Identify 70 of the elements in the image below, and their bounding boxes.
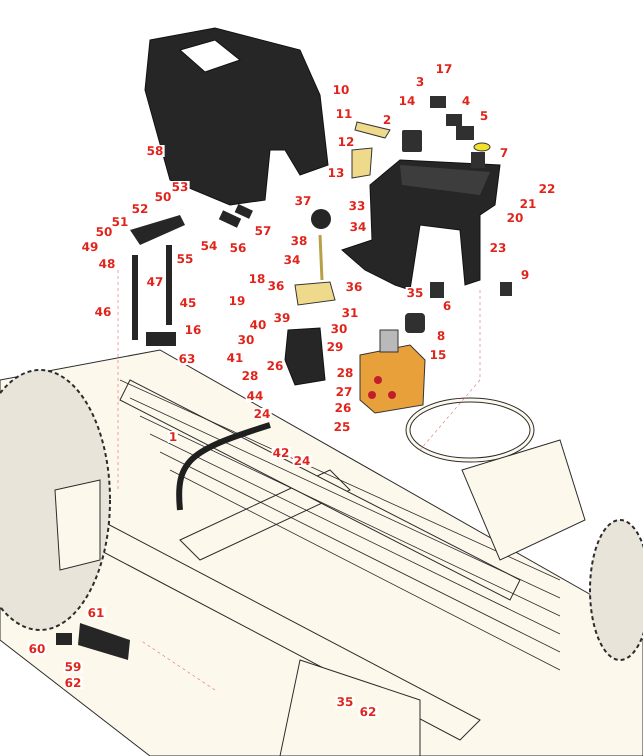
callout-number: 46: [94, 306, 112, 318]
callout-number: 44: [246, 390, 264, 402]
callout-number: 23: [488, 242, 508, 254]
callout-number: 7: [498, 147, 510, 159]
callout-number: 37: [294, 195, 312, 207]
callout-number: 15: [428, 349, 448, 361]
callout-number: 50: [94, 226, 114, 238]
callout-number: 34: [282, 254, 302, 266]
callout-number: 3: [414, 76, 426, 88]
callout-number: 56: [228, 242, 248, 254]
callout-number: 42: [272, 447, 290, 459]
callout-number: 17: [434, 63, 454, 75]
callout-number: 47: [146, 276, 164, 288]
callout-number: 14: [398, 95, 416, 107]
callout-number: 60: [28, 643, 46, 655]
callout-number: 8: [436, 330, 446, 342]
callout-number: 4: [460, 95, 472, 107]
callout-number: 49: [80, 241, 100, 253]
callout-number: 52: [130, 203, 150, 215]
callout-number: 9: [520, 269, 530, 281]
callout-number: 10: [332, 84, 350, 96]
callout-number: 33: [348, 200, 366, 212]
callout-number: 34: [348, 221, 368, 233]
callout-number: 21: [518, 198, 538, 210]
callout-number: 27: [334, 386, 354, 398]
callout-number: 12: [336, 136, 356, 148]
callout-number: 2: [382, 114, 392, 126]
callout-number: 54: [200, 240, 218, 252]
callout-number: 62: [64, 677, 82, 689]
callout-number: 22: [538, 183, 556, 195]
callout-number: 16: [184, 324, 202, 336]
callout-number: 38: [290, 235, 308, 247]
callout-number: 31: [340, 307, 360, 319]
callout-number: 25: [332, 421, 352, 433]
callout-number: 28: [240, 370, 260, 382]
callout-number: 30: [236, 334, 256, 346]
callout-number: 55: [176, 253, 194, 265]
callout-number: 59: [64, 661, 82, 673]
callout-number: 36: [344, 281, 364, 293]
callout-number: 53: [170, 181, 190, 193]
callout-number: 62: [358, 706, 378, 718]
callout-number: 28: [336, 367, 354, 379]
callout-number: 58: [146, 145, 164, 157]
callout-number: 11: [334, 108, 354, 120]
callout-number: 35: [336, 696, 354, 708]
callout-number: 51: [110, 216, 130, 228]
callout-number: 26: [266, 360, 284, 372]
callout-number: 39: [272, 312, 292, 324]
callout-number: 50: [154, 191, 172, 203]
callout-number: 57: [254, 225, 272, 237]
callout-number: 24: [252, 408, 272, 420]
callout-number: 20: [506, 212, 524, 224]
callout-number: 1: [168, 431, 178, 443]
callout-number: 63: [178, 353, 196, 365]
callout-number: 35: [406, 287, 424, 299]
callout-number: 19: [228, 295, 246, 307]
callout-number: 6: [442, 300, 452, 312]
callout-number: 24: [292, 455, 312, 467]
callout-number: 18: [248, 273, 266, 285]
callout-number: 26: [334, 402, 352, 414]
callout-number: 41: [226, 352, 244, 364]
callout-number: 5: [478, 110, 490, 122]
callout-number: 29: [326, 341, 344, 353]
callout-number: 30: [330, 323, 348, 335]
callout-number: 13: [326, 167, 346, 179]
callout-number: 48: [98, 258, 116, 270]
callout-number: 45: [178, 297, 198, 309]
callout-number: 61: [86, 607, 106, 619]
callout-number: 40: [248, 319, 268, 331]
callout-number: 36: [266, 280, 286, 292]
